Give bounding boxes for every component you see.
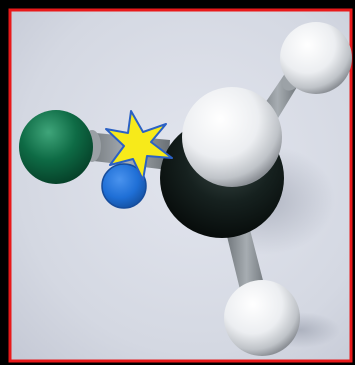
yellow-star-marker [105, 110, 173, 181]
hydrogen-atom-top-right [280, 22, 352, 94]
hydrogen-atom-front [182, 87, 282, 187]
blue-dot-marker [101, 163, 147, 209]
chlorine-atom-left [19, 110, 93, 184]
hydrogen-atom-bottom [224, 280, 300, 356]
